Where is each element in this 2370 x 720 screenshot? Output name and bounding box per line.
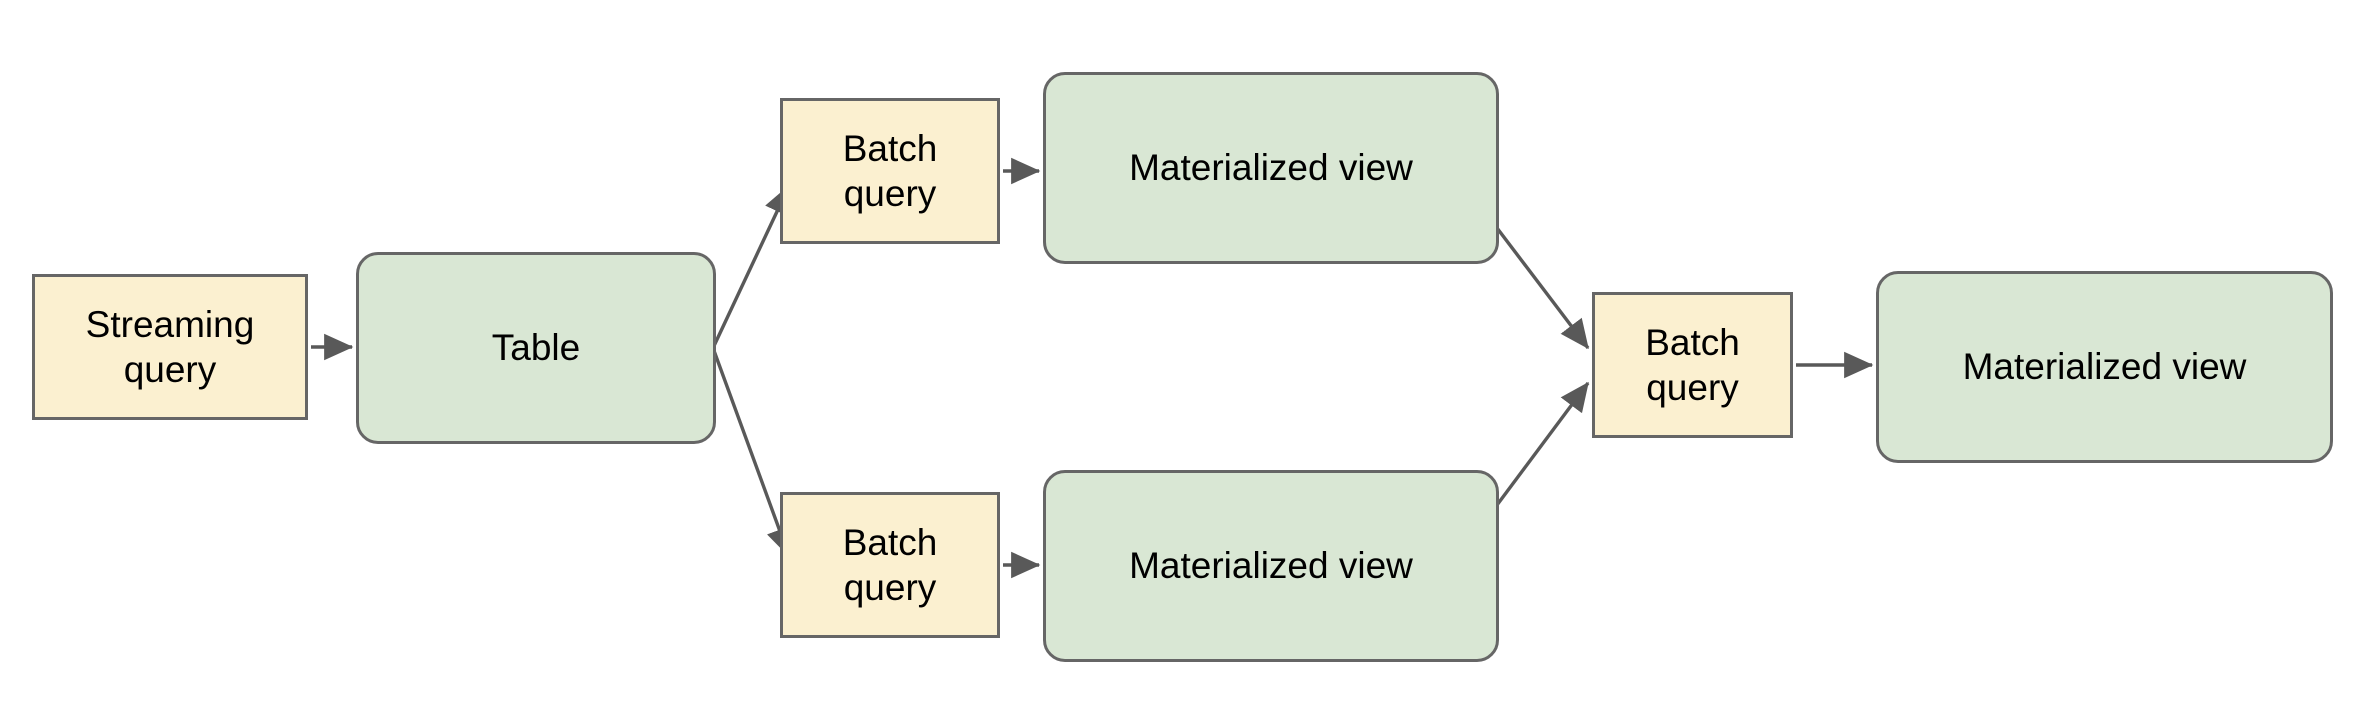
node-label: Batch query [842, 521, 938, 608]
node-materialized-view-top[interactable]: Materialized view [1043, 72, 1499, 264]
node-label: Materialized view [1962, 346, 2247, 388]
node-batch-query-top[interactable]: Batch query [780, 98, 1000, 244]
edge-table-to-batch-query-bottom [711, 347, 792, 558]
node-streaming-query[interactable]: Streaming query [32, 274, 308, 420]
node-materialized-view-final[interactable]: Materialized view [1876, 271, 2333, 463]
node-label: Table [491, 327, 581, 369]
node-label: Streaming query [85, 303, 255, 390]
node-batch-query-bottom[interactable]: Batch query [780, 492, 1000, 638]
edge-table-to-batch-query-top [711, 184, 791, 349]
edge-materialized-view-top-to-batch-query-join [1495, 226, 1590, 350]
node-label: Materialized view [1129, 147, 1413, 189]
node-label: Batch query [842, 127, 938, 214]
node-label: Materialized view [1129, 545, 1413, 587]
node-table[interactable]: Table [356, 252, 716, 444]
node-materialized-view-bottom[interactable]: Materialized view [1043, 470, 1499, 662]
edge-materialized-view-bottom-to-batch-query-join [1495, 381, 1590, 507]
node-batch-query-join[interactable]: Batch query [1592, 292, 1793, 438]
node-label: Batch query [1645, 321, 1740, 408]
